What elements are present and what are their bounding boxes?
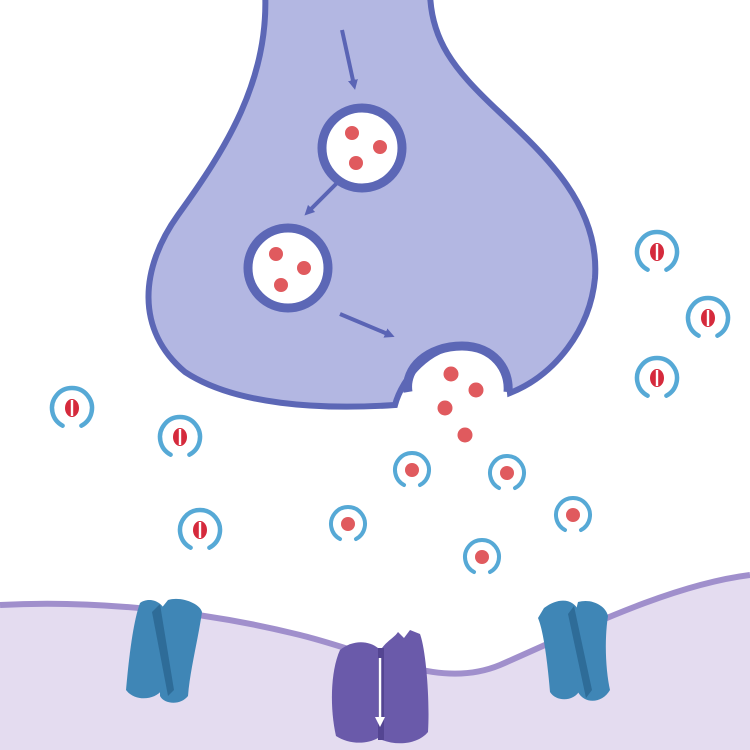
open-ring-icon xyxy=(488,454,526,490)
neurotransmitter-dot xyxy=(405,463,419,477)
central-channel xyxy=(331,630,429,744)
vesicle xyxy=(317,103,407,193)
neurotransmitter-dot xyxy=(437,400,453,416)
arrow-icon xyxy=(340,29,358,90)
vesicle xyxy=(243,223,333,313)
neurotransmitter-dot xyxy=(349,156,363,170)
blocker-bound-receptor xyxy=(685,295,731,338)
fused-vesicle xyxy=(403,341,513,443)
neurotransmitter-dot xyxy=(274,278,288,292)
synaptic-vesicle-icon xyxy=(243,223,333,313)
neurotransmitter-dot xyxy=(341,517,355,531)
blocker-bound-receptor xyxy=(634,355,680,398)
neurotransmitter-dot xyxy=(443,366,459,382)
neurotransmitter-dot xyxy=(566,508,580,522)
channel-seam xyxy=(152,604,174,696)
transmembrane-channel-icon xyxy=(538,600,580,700)
neurotransmitter-dot xyxy=(297,261,311,275)
vesicle-pathway-arrows xyxy=(304,29,395,338)
blocker-rings xyxy=(49,229,731,550)
neurotransmitter-dot xyxy=(345,126,359,140)
open-ring-icon xyxy=(463,538,501,574)
ligand-gated-ion-channel-icon xyxy=(331,642,378,743)
open-ring-icon xyxy=(177,507,223,550)
open-ring-icon xyxy=(329,505,367,541)
receptor-with-transmitter xyxy=(463,538,501,574)
neurotransmitter-dot xyxy=(475,550,489,564)
open-ring-icon xyxy=(634,229,680,272)
synaptic-vesicle-icon xyxy=(317,103,407,193)
blocker-bound-receptor xyxy=(177,507,223,550)
channel-seam xyxy=(568,606,592,698)
blocker-bound-receptor xyxy=(49,385,95,428)
arrow-icon xyxy=(339,312,395,338)
blocker-split xyxy=(655,370,659,386)
blocker-split xyxy=(706,310,710,326)
arrow-icon xyxy=(304,178,342,216)
transmitter-rings xyxy=(329,451,592,574)
neurotransmitter-dot xyxy=(269,247,283,261)
fusing-vesicle-membrane xyxy=(403,341,513,393)
open-ring-icon xyxy=(49,385,95,428)
receptor-with-transmitter xyxy=(393,451,431,487)
receptor-with-transmitter xyxy=(554,496,592,532)
blocker-split xyxy=(655,244,659,260)
blocker-split xyxy=(178,429,182,445)
neurotransmitter-dot xyxy=(468,382,484,398)
neurotransmitter-dot xyxy=(373,140,387,154)
open-ring-icon xyxy=(157,414,203,457)
ligand-gated-ion-channel-icon xyxy=(382,630,429,744)
open-ring-icon xyxy=(554,496,592,532)
open-ring-icon xyxy=(634,355,680,398)
open-ring-icon xyxy=(685,295,731,338)
blocker-bound-receptor xyxy=(634,229,680,272)
blocker-split xyxy=(198,522,202,538)
neurotransmitter-dot xyxy=(500,466,514,480)
side-channel-left xyxy=(126,598,202,703)
blocker-bound-receptor xyxy=(157,414,203,457)
receptor-with-transmitter xyxy=(329,505,367,541)
receptor-with-transmitter xyxy=(488,454,526,490)
presynaptic-terminal xyxy=(145,0,599,410)
open-ring-icon xyxy=(393,451,431,487)
side-channel-right xyxy=(538,600,610,701)
blocker-split xyxy=(70,400,74,416)
terminal-body xyxy=(145,0,599,410)
neurotransmitter-dot xyxy=(457,427,473,443)
